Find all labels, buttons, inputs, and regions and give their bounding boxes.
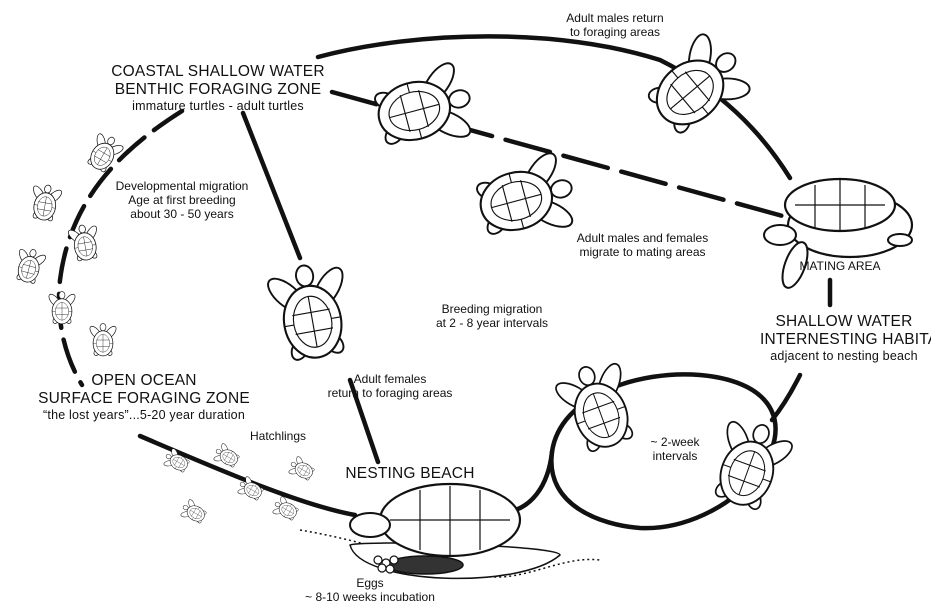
eggs-line1: Eggs <box>285 577 455 591</box>
hatchling-dispersal-path <box>140 436 355 515</box>
turtle-juvenile-1 <box>81 129 128 177</box>
mate-migration-line1: Adult males and females <box>560 232 725 246</box>
open-ocean-label: OPEN OCEAN SURFACE FORAGING ZONE “the lo… <box>24 372 264 422</box>
females-return-line2: return to foraging areas <box>310 387 470 401</box>
females-return-label: Adult females return to foraging areas <box>310 373 470 401</box>
nesting-beach-label: NESTING BEACH <box>340 465 480 483</box>
two-week-intervals-label: ~ 2-week intervals <box>640 436 710 464</box>
turtle-mating-pair <box>764 179 912 291</box>
mating-area-label: MATING AREA <box>795 260 885 274</box>
turtle-juvenile-4 <box>10 246 49 287</box>
intervals-line1: ~ 2-week <box>640 436 710 450</box>
developmental-migration-label: Developmental migration Age at first bre… <box>102 180 262 221</box>
open-ocean-title-line1: OPEN OCEAN <box>24 372 264 390</box>
breeding-migration-label: Breeding migration at 2 - 8 year interva… <box>412 303 572 331</box>
males-return-label: Adult males return to foraging areas <box>540 12 690 40</box>
coastal-zone-title-line1: COASTAL SHALLOW WATER <box>100 63 336 81</box>
beach-to-loop-path <box>508 452 552 512</box>
coastal-zone-subtitle: immature turtles - adult turtles <box>100 99 336 113</box>
females-return-line1: Adult females <box>310 373 470 387</box>
internesting-title-line2: INTERNESTING HABITAT <box>760 331 928 349</box>
eggs-label: Eggs ~ 8-10 weeks incubation <box>285 577 455 605</box>
dev-migration-line1: Developmental migration <box>102 180 262 194</box>
turtle-juvenile-2 <box>26 182 65 223</box>
dev-migration-line2: Age at first breeding <box>102 194 262 208</box>
turtle-adult-male-returning <box>633 22 762 150</box>
internesting-to-cycle-path <box>772 375 800 420</box>
internesting-title-line1: SHALLOW WATER <box>760 313 928 331</box>
open-ocean-title-line2: SURFACE FORAGING ZONE <box>24 390 264 408</box>
turtle-adult-migrating-1 <box>366 54 481 163</box>
turtle-internesting-2 <box>698 412 800 519</box>
breeding-line2: at 2 - 8 year intervals <box>412 317 572 331</box>
turtle-adult-female-returning <box>260 258 362 367</box>
turtle-internesting-1 <box>547 354 649 461</box>
internesting-habitat-label: SHALLOW WATER INTERNESTING HABITAT adjac… <box>760 313 928 363</box>
hatchling-5 <box>178 497 210 528</box>
eggs-line2: ~ 8-10 weeks incubation <box>285 591 455 605</box>
males-return-line1: Adult males return <box>540 12 690 26</box>
turtle-juvenile-5 <box>47 292 77 325</box>
internesting-subtitle: adjacent to nesting beach <box>760 349 928 363</box>
intervals-line2: intervals <box>640 450 710 464</box>
turtle-juvenile-6 <box>88 324 118 357</box>
coastal-zone-title-line2: BENTHIC FORAGING ZONE <box>100 81 336 99</box>
mate-migration-label: Adult males and females migrate to matin… <box>560 232 725 260</box>
open-ocean-subtitle: “the lost years”...5-20 year duration <box>24 408 264 422</box>
breeding-line1: Breeding migration <box>412 303 572 317</box>
mate-migration-line2: migrate to mating areas <box>560 246 725 260</box>
coastal-zone-label: COASTAL SHALLOW WATER BENTHIC FORAGING Z… <box>100 63 336 113</box>
hatchling-3 <box>286 454 318 485</box>
dev-migration-line3: about 30 - 50 years <box>102 208 262 222</box>
males-return-line2: to foraging areas <box>540 26 690 40</box>
hatchlings-label: Hatchlings <box>238 430 318 444</box>
